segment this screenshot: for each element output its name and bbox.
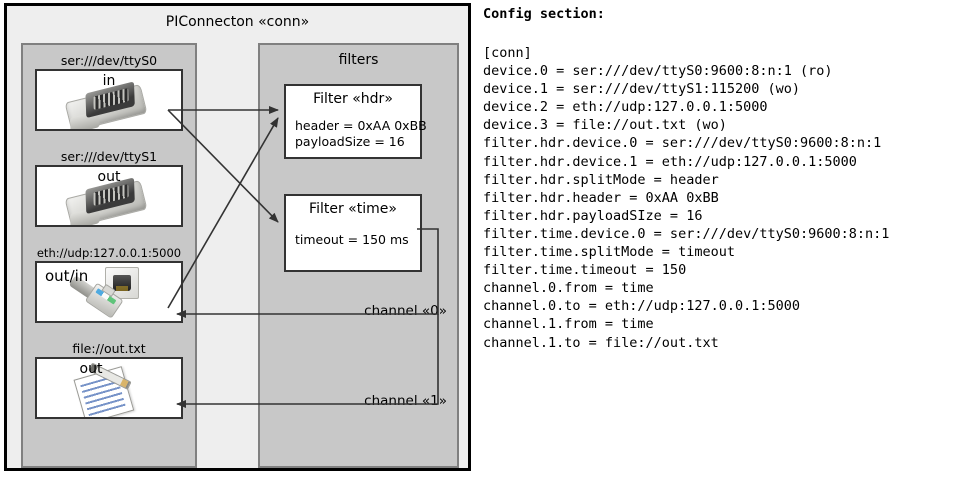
config-section: Config section: [conn] device.0 = ser:///…	[478, 0, 964, 484]
config-line: filter.hdr.payloadSIze = 16	[483, 207, 703, 224]
device-mode-eth: out/in	[45, 267, 89, 285]
config-line: [conn]	[483, 45, 532, 61]
config-line: filter.time.timeout = 150	[483, 262, 687, 279]
config-text: [conn] device.0 = ser:///dev/ttyS0:9600:8…	[483, 44, 889, 352]
device-box-ttys0[interactable]: in	[35, 69, 183, 131]
filters-panel: filters Filter «hdr» header = 0xAA 0xBB …	[258, 43, 459, 468]
filter-box-hdr[interactable]: Filter «hdr» header = 0xAA 0xBB payloadS…	[284, 84, 427, 159]
outer-container: PIConnecton «conn» ser:///dev/ttyS0 in s…	[4, 3, 471, 471]
config-line: channel.0.to = eth://udp:127.0.0.1:5000	[483, 298, 800, 315]
devices-panel: ser:///dev/ttyS0 in ser:///dev/ttyS1 out	[21, 43, 197, 468]
config-line: channel.0.from = time	[483, 280, 654, 297]
device-group-eth: eth://udp:127.0.0.1:5000 out/in	[35, 245, 183, 323]
device-label-eth: eth://udp:127.0.0.1:5000	[36, 246, 182, 260]
filter-attr-payloadsize: payloadSize = 16	[295, 134, 405, 149]
config-line: filter.time.splitMode = timeout	[483, 244, 735, 261]
filter-attr-header: header = 0xAA 0xBB	[295, 118, 427, 133]
config-line: filter.hdr.device.0 = ser:///dev/ttyS0:9…	[483, 135, 882, 152]
config-line: filter.hdr.device.1 = eth://udp:127.0.0.…	[483, 153, 857, 170]
device-group-file: file://out.txt out	[35, 341, 183, 419]
diagram-title: PIConnecton «conn»	[165, 14, 310, 30]
channel-label-0: channel «0»	[364, 303, 447, 319]
device-mode-ttys1: out	[97, 169, 121, 185]
channel-label-1: channel «1»	[364, 393, 447, 409]
device-label-ttys0: ser:///dev/ttyS0	[60, 53, 158, 68]
device-label-ttys1: ser:///dev/ttyS1	[60, 149, 158, 164]
config-heading: Config section:	[483, 6, 605, 22]
config-line: filter.time.device.0 = ser:///dev/ttyS0:…	[483, 225, 890, 242]
config-line: filter.hdr.header = 0xAA 0xBB	[483, 189, 719, 206]
config-line: device.3 = file://out.txt (wo)	[483, 117, 727, 134]
device-label-file: file://out.txt	[72, 341, 146, 356]
config-line: channel.1.from = time	[483, 316, 654, 333]
device-group-ttys0: ser:///dev/ttyS0 in	[35, 53, 183, 131]
filter-box-time[interactable]: Filter «time» timeout = 150 ms	[284, 194, 422, 272]
filter-title-hdr: Filter «hdr»	[313, 91, 393, 107]
device-mode-file: out	[79, 361, 103, 377]
filters-panel-title: filters	[338, 52, 379, 68]
config-line: channel.1.to = file://out.txt	[483, 334, 719, 351]
filter-attr-timeout: timeout = 150 ms	[295, 232, 409, 247]
device-group-ttys1: ser:///dev/ttyS1 out	[35, 149, 183, 227]
device-box-file[interactable]: out	[35, 357, 183, 419]
device-box-eth[interactable]: out/in	[35, 261, 183, 323]
device-box-ttys1[interactable]: out	[35, 165, 183, 227]
config-line: filter.hdr.splitMode = header	[483, 171, 719, 188]
config-line: device.0 = ser:///dev/ttyS0:9600:8:n:1 (…	[483, 63, 833, 80]
filter-title-time: Filter «time»	[309, 201, 397, 217]
config-line: device.1 = ser:///dev/ttyS1:115200 (wo)	[483, 81, 800, 98]
device-mode-ttys0: in	[102, 73, 116, 89]
connector-diagram: PIConnecton «conn» ser:///dev/ttyS0 in s…	[0, 0, 478, 484]
config-line: device.2 = eth://udp:127.0.0.1:5000	[483, 99, 768, 116]
